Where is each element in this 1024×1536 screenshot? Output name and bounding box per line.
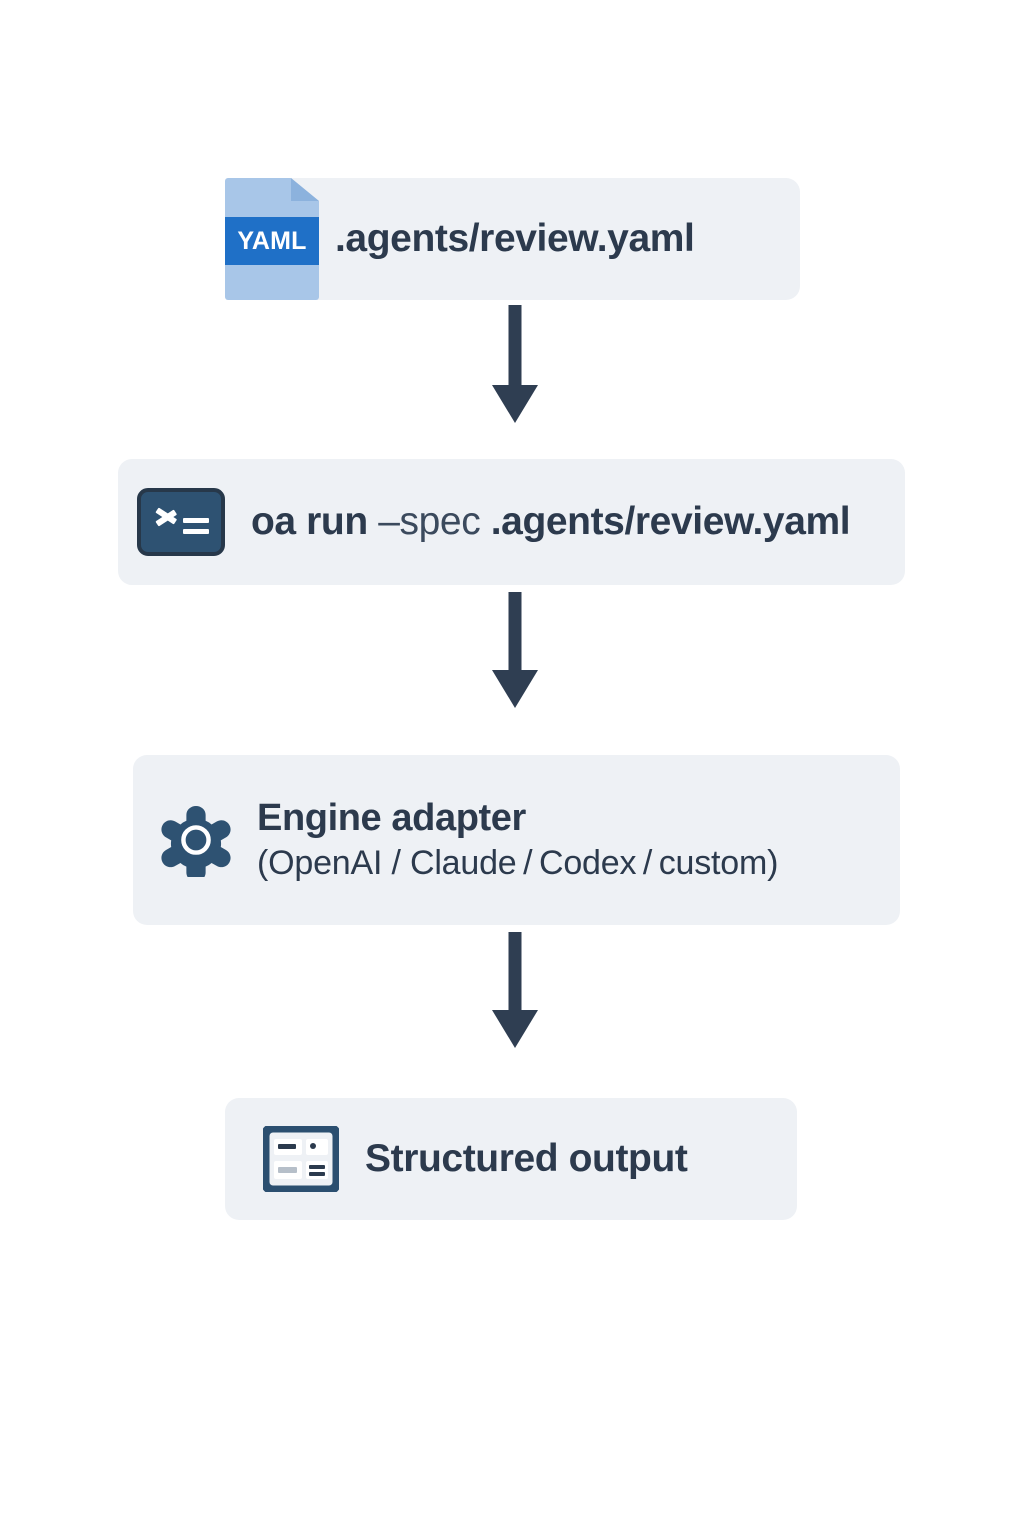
dashboard-grid-icon	[263, 1126, 339, 1192]
terminal-icon	[137, 488, 225, 556]
node-engine-adapter[interactable]: Engine adapter (OpenAI / Claude / Codex …	[133, 755, 900, 925]
command-flag: –spec	[378, 500, 481, 543]
yaml-file-icon: YAML	[225, 178, 319, 300]
file-type-band: YAML	[225, 217, 319, 265]
gear-icon	[161, 805, 231, 877]
prompt-chevron-icon	[155, 504, 179, 528]
file-fold-corner	[291, 178, 319, 201]
arrow-command-to-engine	[492, 592, 538, 708]
engine-adapter-subtitle: (OpenAI / Claude / Codex / custom)	[257, 844, 779, 882]
spec-file-label: .agents/review.yaml	[335, 217, 695, 260]
node-structured-output[interactable]: Structured output	[225, 1098, 797, 1220]
structured-output-label: Structured output	[365, 1137, 688, 1180]
engine-adapter-title: Engine adapter	[257, 797, 526, 839]
prompt-cursor-lines-icon	[183, 518, 209, 536]
engine-text-block: Engine adapter (OpenAI / Claude / Codex …	[257, 797, 778, 883]
arrow-spec-to-command	[492, 305, 538, 423]
command-text: oa run –spec .agents/review.yaml	[251, 500, 851, 544]
command-arg: .agents/review.yaml	[490, 500, 851, 543]
node-command[interactable]: oa run –spec .agents/review.yaml	[118, 459, 905, 585]
command-main: oa run	[251, 500, 368, 543]
file-type-label: YAML	[237, 226, 307, 255]
arrow-engine-to-output	[492, 932, 538, 1048]
node-spec-file[interactable]: YAML .agents/review.yaml	[225, 178, 800, 300]
